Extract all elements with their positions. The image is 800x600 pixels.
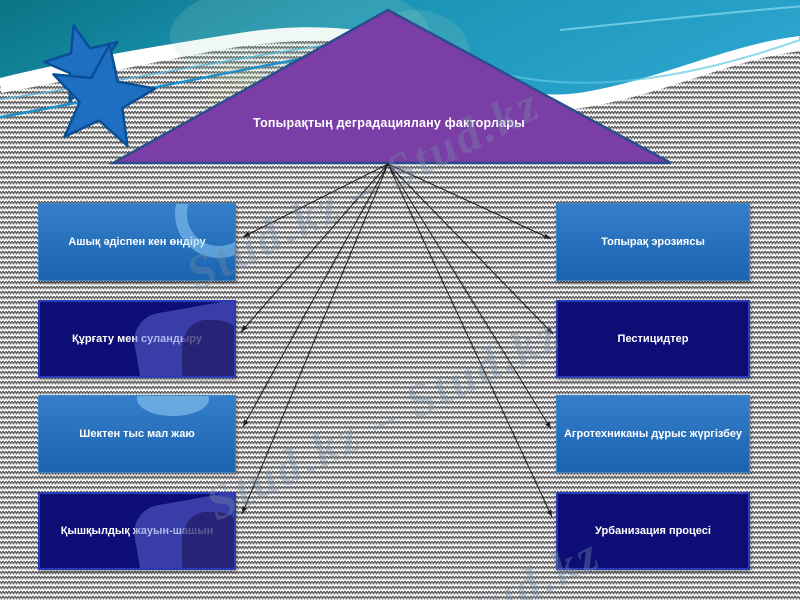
factor-label: Ашық әдіспен кен өндіру: [68, 236, 206, 248]
factor-box-left-1: Ашық әдіспен кен өндіру: [38, 203, 236, 281]
factor-label: Шектен тыс мал жаю: [79, 428, 195, 440]
box-decoration: [182, 512, 234, 568]
pyramid-triangle: [108, 8, 672, 165]
factor-box-right-4: Урбанизация процесі: [556, 492, 750, 570]
arrow-lines: [240, 163, 554, 518]
factor-label: Топырақ эрозиясы: [601, 236, 705, 248]
factor-label: Пестицидтер: [617, 333, 689, 345]
star-icon: [37, 16, 160, 149]
factor-box-right-2: Пестицидтер: [556, 300, 750, 378]
factor-label: Урбанизация процесі: [595, 525, 711, 537]
accent-line: [0, 39, 361, 101]
box-decoration: [137, 396, 209, 416]
factor-label: Қышқылдық жауын-шашын: [60, 525, 214, 537]
box-decoration: [182, 320, 234, 376]
header-streak: [559, 5, 800, 31]
box-decoration: [175, 204, 235, 258]
factor-box-left-2: Құрғату мен суландыру: [38, 300, 236, 378]
factor-box-left-4: Қышқылдық жауын-шашын: [38, 492, 236, 570]
factor-label: Агротехниканы дұрыс жүргізбеу: [563, 428, 743, 440]
pyramid-title: Топырақтың деградациялану факторлары: [253, 116, 525, 130]
factor-box-right-3: Агротехниканы дұрыс жүргізбеу: [556, 395, 750, 473]
factor-box-right-1: Топырақ эрозиясы: [556, 203, 750, 281]
factor-label: Құрғату мен суландыру: [72, 333, 202, 345]
factor-box-left-3: Шектен тыс мал жаю: [38, 395, 236, 473]
header-wave: [0, 0, 800, 95]
